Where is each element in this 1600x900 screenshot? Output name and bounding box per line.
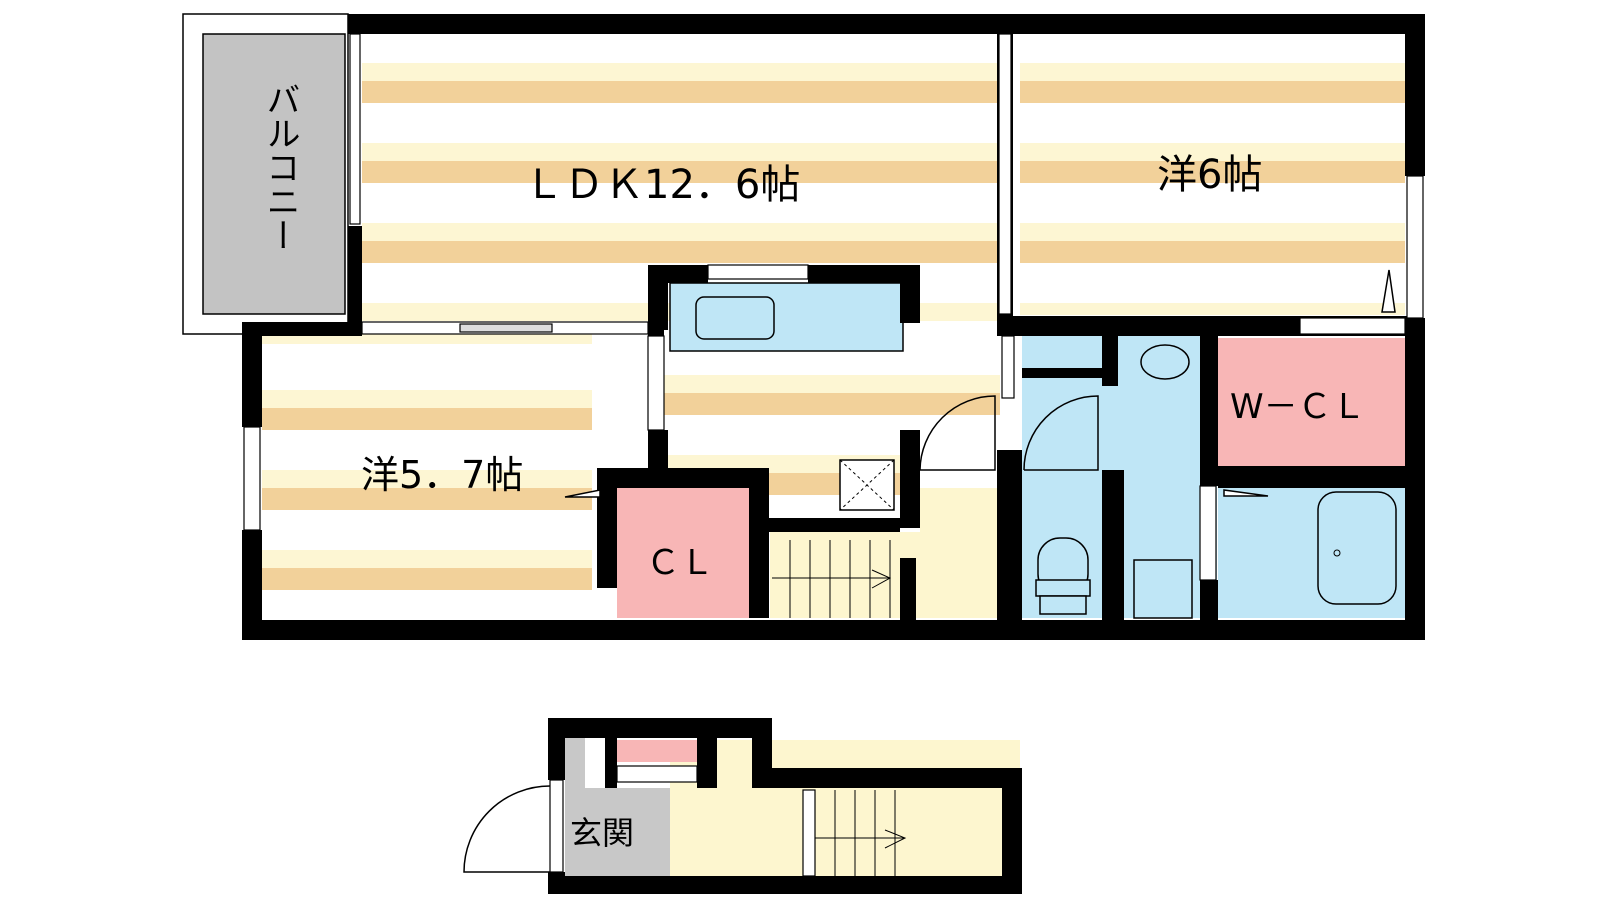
wood-floor-ldk [362,34,1000,495]
doors [564,269,1396,498]
ldk-label: ＬＤＫ12．6帖 [524,162,800,208]
walk-in-closet-area [1218,338,1405,466]
wood-floor-western-5-7 [262,330,592,590]
staircase-lower [815,790,907,876]
toilet-icon [1035,537,1091,615]
hall-floor [770,532,1002,618]
walls [242,14,1425,640]
walk-in-closet-label: W－ＣＬ [1230,387,1366,427]
wood-floor-western-6 [1020,63,1405,315]
kitchen-sink [695,296,775,340]
staircase-upper [772,540,892,618]
balcony [182,13,349,335]
washbasin [1140,344,1190,380]
washing-machine-pan [1133,559,1193,619]
closet-area [617,488,749,618]
western-6-label: 洋6帖 [1157,152,1262,198]
balcony-label: バルコニー [260,82,300,252]
windows [243,33,1424,581]
western-5-7-label: 洋5．7帖 [361,453,523,497]
bathtub-drain [1333,549,1341,557]
entrance-unit [463,718,1022,894]
closet-label: ＣＬ [646,543,714,583]
bathtub [1317,491,1397,605]
entrance-label: 玄関 [570,814,634,852]
hall-floor-2 [920,488,1002,538]
